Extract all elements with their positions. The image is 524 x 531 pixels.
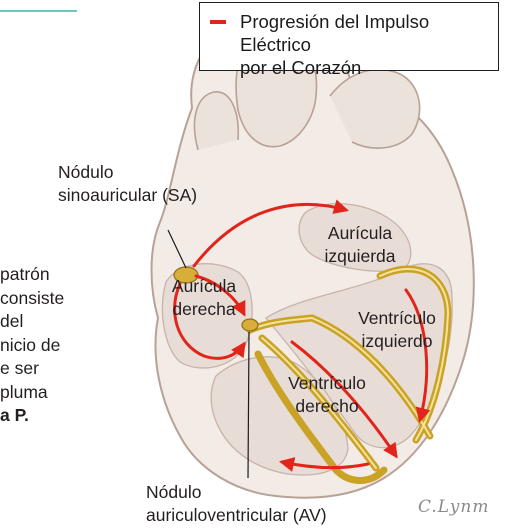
side-text-line: a P.: [0, 404, 64, 428]
right-ventricle-line2: derecho: [282, 395, 372, 418]
right-ventricle-line1: Ventrículo: [282, 372, 372, 395]
av-node: [242, 319, 258, 331]
legend-box: Progresión del Impulso Eléctrico por el …: [199, 2, 499, 71]
av-node-label: Nódulo auriculoventricular (AV): [146, 481, 327, 527]
sa-label-line1: Nódulo: [58, 161, 197, 184]
right-atrium-line2: derecha: [166, 298, 242, 321]
side-text-line: pluma: [0, 381, 64, 405]
cropped-side-text: patrón consiste del nicio de e ser pluma…: [0, 263, 64, 428]
artist-signature: C.Lynm: [418, 497, 489, 517]
sa-label-line2: sinoauricular (SA): [58, 184, 197, 207]
right-atrium-label: Aurícula derecha: [166, 275, 242, 321]
left-ventricle-line2: izquierdo: [352, 330, 442, 353]
right-atrium-line1: Aurícula: [166, 275, 242, 298]
left-ventricle-line1: Ventrículo: [352, 307, 442, 330]
vena-cava: [195, 92, 239, 150]
legend-swatch: [210, 20, 226, 24]
side-text-line: del: [0, 310, 64, 334]
av-label-line2: auriculoventricular (AV): [146, 504, 327, 527]
av-label-line1: Nódulo: [146, 481, 327, 504]
side-text-line: consiste: [0, 287, 64, 311]
legend-text: Progresión del Impulso Eléctrico por el …: [240, 10, 490, 79]
legend-text-line1: Progresión del Impulso Eléctrico: [240, 10, 490, 56]
left-atrium-line2: izquierda: [312, 245, 408, 268]
left-atrium-line1: Aurícula: [312, 222, 408, 245]
side-text-line: nicio de: [0, 334, 64, 358]
left-ventricle-label: Ventrículo izquierdo: [352, 307, 442, 353]
sa-node-label: Nódulo sinoauricular (SA): [58, 161, 197, 207]
side-text-line: e ser: [0, 357, 64, 381]
right-ventricle-label: Ventrículo derecho: [282, 372, 372, 418]
side-text-bold: a P.: [0, 405, 29, 425]
left-atrium-label: Aurícula izquierda: [312, 222, 408, 268]
side-text-line: patrón: [0, 263, 64, 287]
legend-text-line2: por el Corazón: [240, 56, 490, 79]
